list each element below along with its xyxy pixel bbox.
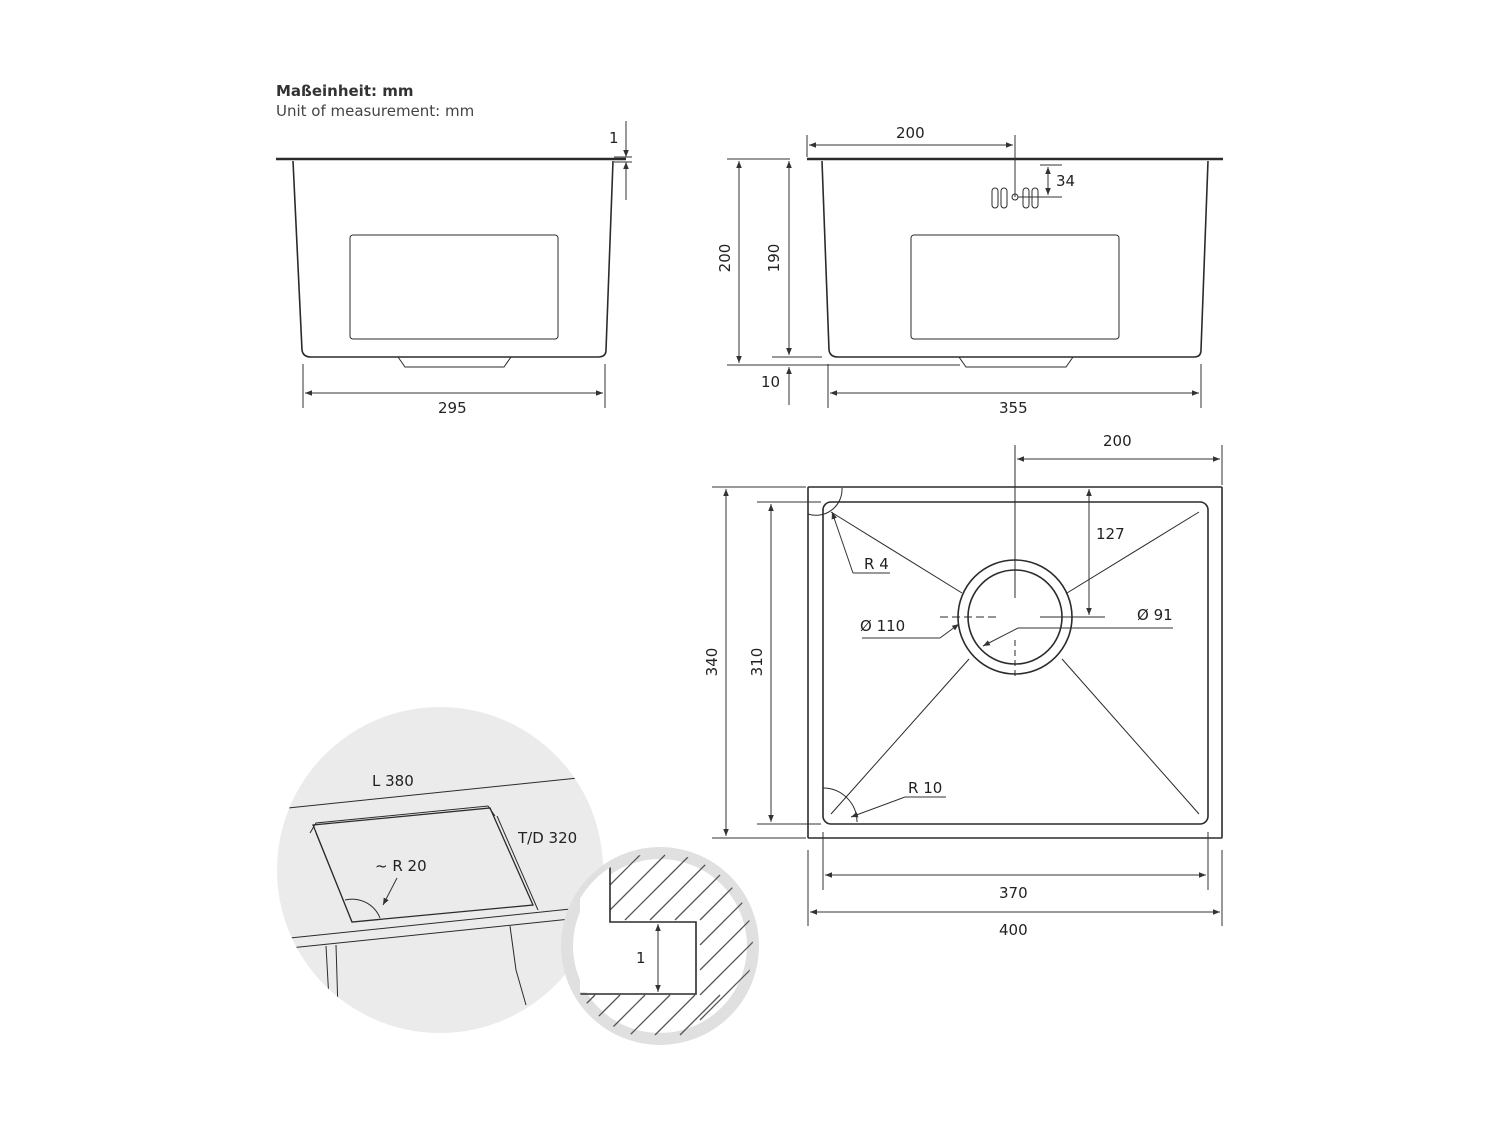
front-width-label: 355: [999, 399, 1028, 417]
front-inner-depth-label: 190: [765, 244, 783, 273]
top-drain-from-back-label: 127: [1096, 525, 1125, 543]
top-drain-offset-label: 200: [1103, 432, 1132, 450]
top-outer-depth-label: 340: [703, 648, 721, 677]
top-view: 200 127 R 4 R 10 Ø 110 Ø 91 340 310: [703, 432, 1223, 939]
top-inner-depth-label: 310: [748, 648, 766, 677]
top-outer-width-label: 400: [999, 921, 1028, 939]
unit-subtitle: Unit of measurement: mm: [276, 102, 475, 120]
front-total-height-label: 200: [716, 244, 734, 273]
front-view: 200 34 200 190 10 355: [716, 124, 1223, 417]
detail-rim-label: 1: [636, 949, 646, 967]
front-drain-depth-label: 10: [761, 373, 780, 391]
top-inner-radius-label: R 10: [908, 779, 942, 797]
front-overflow-height-label: 34: [1056, 172, 1075, 190]
detail-rim-section: 1: [561, 847, 759, 1045]
detail-length-label: L 380: [372, 772, 414, 790]
detail-radius-label: ~ R 20: [375, 857, 427, 875]
top-outer-radius-label: R 4: [864, 555, 889, 573]
side-view: 1 295: [276, 121, 632, 417]
detail-installation: L 380 T/D 320 ~ R 20: [277, 707, 603, 1033]
front-overflow-offset-label: 200: [896, 124, 925, 142]
side-width-label: 295: [438, 399, 467, 417]
side-rim-label: 1: [609, 129, 619, 147]
top-drain-inner-label: Ø 91: [1137, 606, 1173, 624]
detail-depth-label: T/D 320: [517, 829, 577, 847]
unit-title: Maßeinheit: mm: [276, 82, 414, 100]
top-inner-width-label: 370: [999, 884, 1028, 902]
top-drain-outer-label: Ø 110: [860, 617, 905, 635]
